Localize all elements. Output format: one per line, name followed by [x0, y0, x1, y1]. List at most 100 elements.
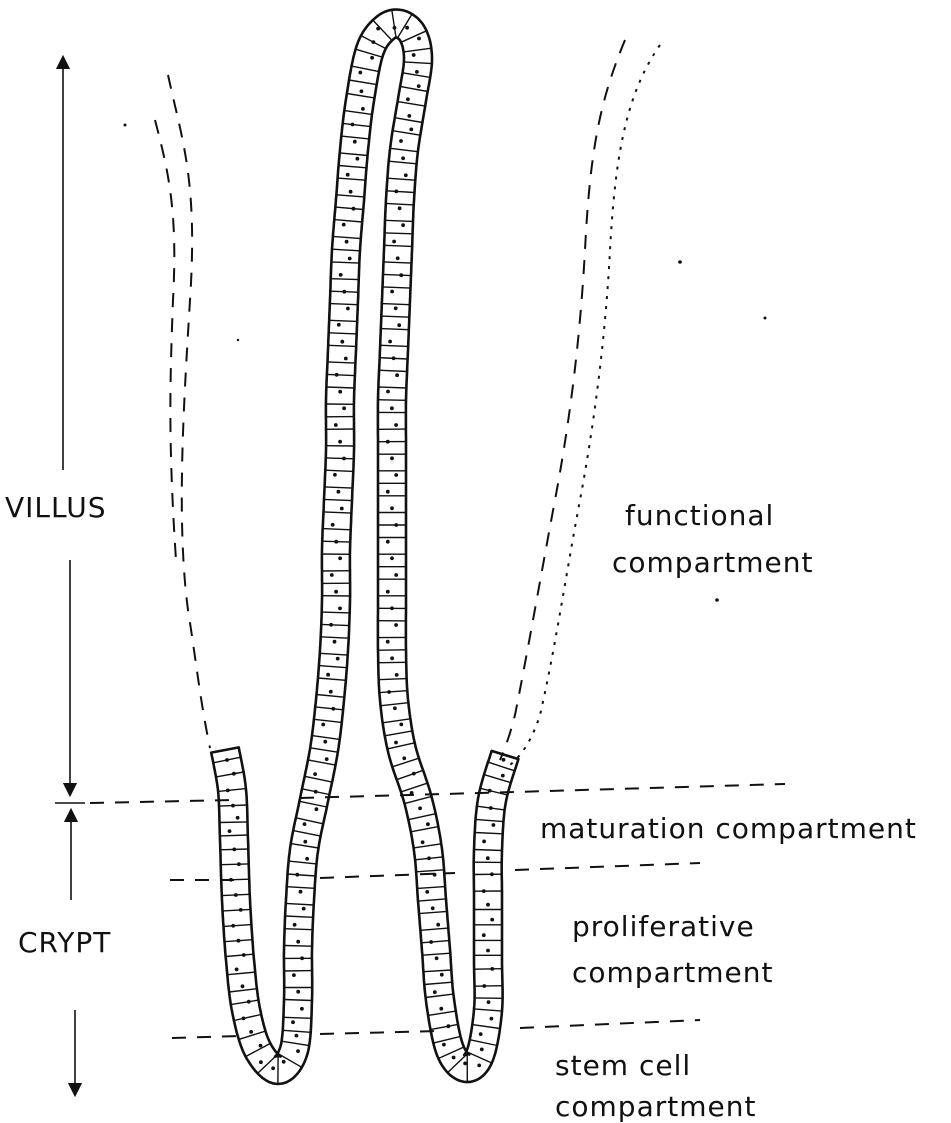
- cell-nucleus: [394, 423, 398, 427]
- cell-nucleus: [236, 816, 240, 820]
- cell-nucleus: [361, 107, 365, 111]
- cell-nucleus: [479, 1032, 483, 1036]
- cell-nucleus: [397, 323, 401, 327]
- cell-nucleus: [293, 923, 297, 927]
- cell-nucleus: [326, 673, 330, 677]
- cell-nucleus: [296, 940, 300, 944]
- cell-nucleus: [502, 758, 506, 762]
- cell-nucleus: [315, 807, 319, 811]
- cell-nucleus: [338, 390, 342, 394]
- cell-nucleus: [323, 740, 327, 744]
- functional-compartment-label-line1: functional: [625, 499, 774, 532]
- cell-nucleus: [394, 573, 398, 577]
- cell-nucleus: [390, 456, 394, 460]
- cell-nucleus: [340, 340, 344, 344]
- cell-nucleus: [390, 556, 394, 560]
- cell-nucleus: [492, 823, 496, 827]
- cell-nucleus: [480, 1048, 484, 1052]
- cell-nucleus: [291, 1020, 295, 1024]
- cell-nucleus: [338, 556, 342, 560]
- left-neighbour-villus-outline-inner: [155, 120, 176, 560]
- cell-nucleus: [395, 373, 399, 377]
- cell-nucleus: [436, 923, 440, 927]
- cell-nucleus: [395, 673, 399, 677]
- cell-nucleus: [418, 806, 422, 810]
- cell-nucleus: [433, 990, 437, 994]
- cell-nucleus: [412, 53, 416, 57]
- right-neighbour-villus-outline-dotted: [510, 45, 660, 765]
- cell-nucleus: [271, 1066, 275, 1070]
- cell-nucleus: [409, 127, 413, 131]
- cell-nucleus: [415, 70, 419, 74]
- cell-nucleus: [329, 690, 333, 694]
- cell-nucleus: [360, 89, 364, 93]
- cell-nucleus: [348, 257, 352, 261]
- cell-nucleus: [440, 973, 444, 977]
- proliferative-compartment-label-line1: proliferative: [572, 910, 755, 943]
- cell-nucleus: [302, 907, 306, 911]
- cell-nucleus: [349, 190, 353, 194]
- cell-nucleus: [235, 968, 239, 972]
- cell-nucleus: [334, 423, 338, 427]
- villus-crypt-boundary-line: [90, 784, 785, 803]
- cell-nucleus: [426, 822, 430, 826]
- cell-nucleus: [501, 774, 505, 778]
- functional-compartment-label-line2: compartment: [612, 546, 813, 579]
- cell-nucleus: [259, 1044, 263, 1048]
- cell-nucleus: [299, 890, 303, 894]
- cell-nucleus: [490, 1017, 494, 1021]
- cell-nucleus: [241, 984, 245, 988]
- cell-nucleus: [482, 933, 486, 937]
- cell-nucleus: [486, 903, 490, 907]
- cell-nucleus: [386, 390, 390, 394]
- stem-cell-compartment-label-line1: stem cell: [555, 1049, 691, 1082]
- cell-nucleus: [404, 173, 408, 177]
- cell-nucleus: [336, 657, 340, 661]
- cell-nucleus: [393, 706, 397, 710]
- proliferative-compartment-label-line2: compartment: [572, 956, 773, 989]
- cell-nucleus: [353, 140, 357, 144]
- cell-nucleus: [390, 290, 394, 294]
- cell-nucleus: [486, 856, 490, 860]
- cell-nucleus: [344, 357, 348, 361]
- cell-nucleus: [405, 26, 409, 30]
- cell-nucleus: [386, 540, 390, 544]
- cell-nucleus: [401, 156, 405, 160]
- cell-nucleus: [399, 723, 403, 727]
- maturation-compartment-label: maturation compartment: [540, 812, 917, 845]
- cell-nucleus: [401, 223, 405, 227]
- cell-nucleus: [477, 1064, 481, 1068]
- cell-nucleus: [490, 918, 494, 922]
- villus-label: VILLUS: [5, 491, 106, 524]
- cell-nucleus: [487, 1000, 491, 1004]
- cell-nucleus: [259, 1060, 263, 1064]
- cell-nucleus: [433, 873, 437, 877]
- cell-nucleus: [358, 71, 362, 75]
- cell-nucleus: [486, 949, 490, 953]
- cell-nucleus: [386, 640, 390, 644]
- cell-nucleus: [431, 906, 435, 910]
- cell-nucleus: [356, 157, 360, 161]
- cell-nucleus: [388, 340, 392, 344]
- cell-nucleus: [425, 890, 429, 894]
- cell-nucleus: [345, 240, 349, 244]
- cell-nucleus: [334, 590, 338, 594]
- stem-cell-compartment-label-line2: compartment: [555, 1090, 756, 1123]
- epithelial-cell-layer: [211, 10, 518, 1085]
- cell-nucleus: [303, 822, 307, 826]
- cell-nucleus: [396, 256, 400, 260]
- villus-height-arrow: [63, 62, 70, 790]
- cell-nucleus: [394, 741, 398, 745]
- cell-nucleus: [342, 223, 346, 227]
- cell-nucleus: [452, 1056, 456, 1060]
- cell-nucleus: [346, 307, 350, 311]
- cell-nucleus: [333, 473, 337, 477]
- right-neighbour-villus-outline: [500, 40, 625, 760]
- cell-nucleus: [417, 84, 421, 88]
- cell-nucleus: [406, 97, 410, 101]
- cell-nucleus: [398, 206, 402, 210]
- cell-nucleus: [338, 607, 342, 611]
- cell-nucleus: [417, 37, 421, 41]
- cell-nucleus: [282, 1060, 286, 1064]
